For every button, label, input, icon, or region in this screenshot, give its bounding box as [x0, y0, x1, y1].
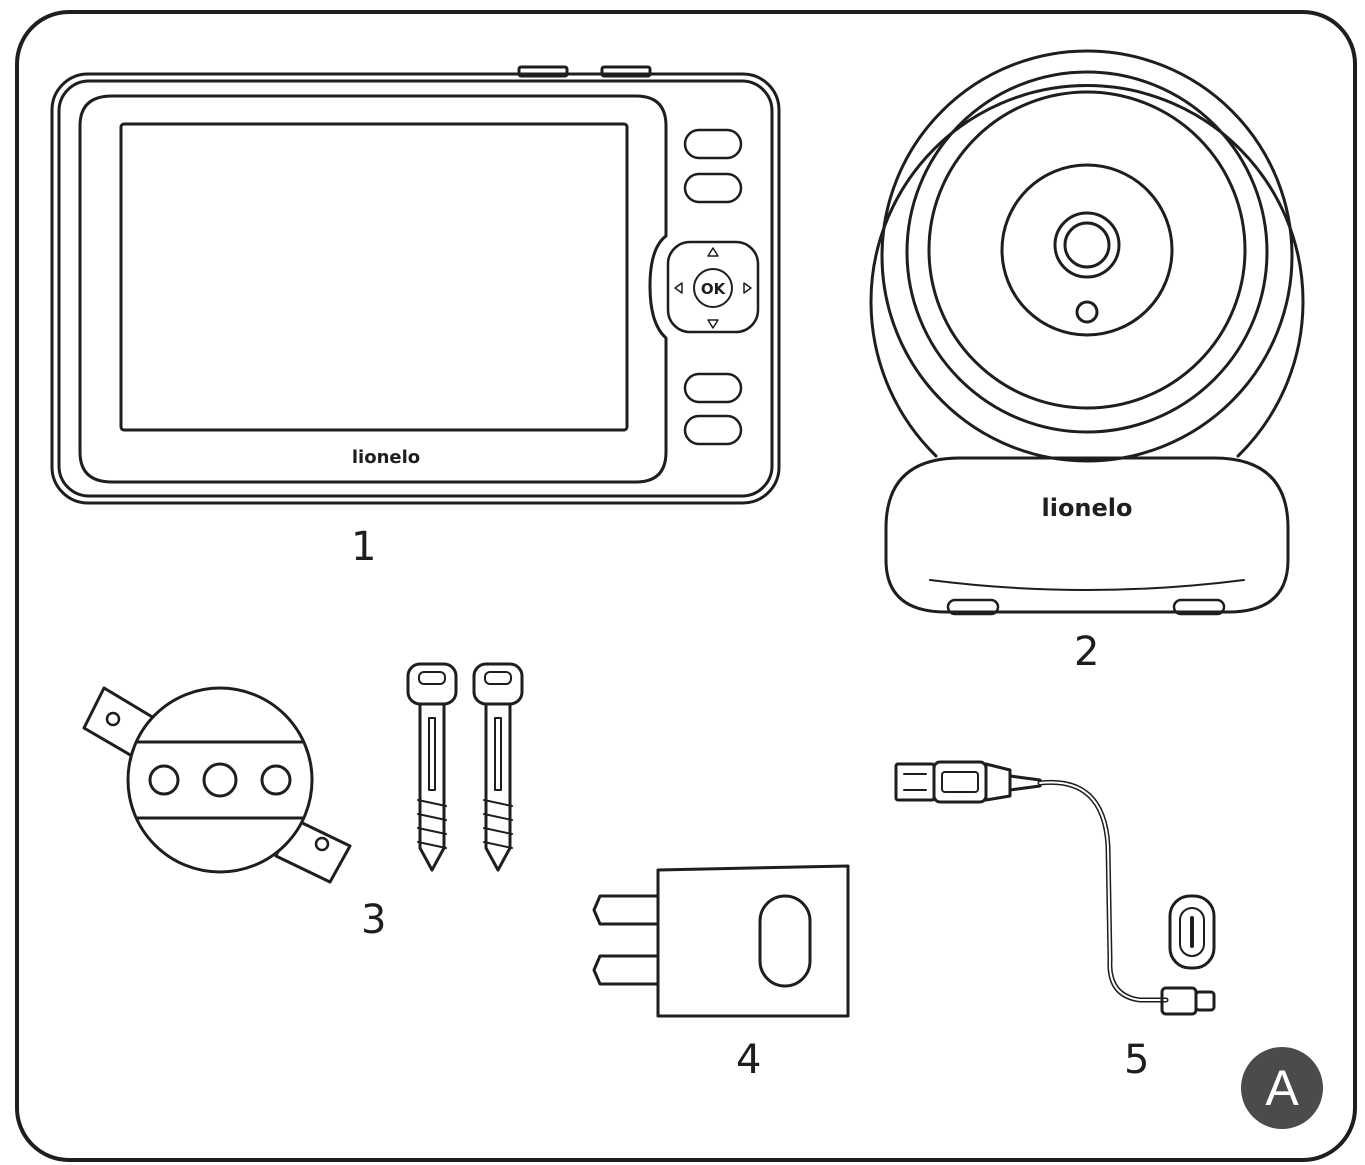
dpad-down-arrow	[707, 319, 719, 329]
monitor-ok-label: OK	[701, 280, 727, 298]
monitor-ok-button	[693, 268, 733, 308]
camera-sensor	[1075, 300, 1099, 324]
label-camera: 2	[1074, 629, 1100, 675]
camera-lens-ring	[1053, 211, 1121, 279]
label-adapter: 4	[736, 1037, 762, 1083]
dpad-up-arrow	[707, 247, 719, 257]
label-cable: 5	[1124, 1037, 1150, 1083]
monitor-button-bottom-1	[683, 372, 743, 404]
usb-a-plug	[894, 762, 936, 802]
camera-head	[869, 84, 1305, 458]
camera-foot-right	[1172, 598, 1226, 616]
figure-frame	[15, 10, 1357, 1162]
wall-mount-bracket	[82, 686, 352, 884]
parent-monitor: OK lionelo	[50, 65, 781, 505]
camera-foot-left	[946, 598, 1000, 616]
dpad-left-arrow	[674, 282, 683, 294]
usb-c-connector-end	[1168, 894, 1216, 970]
camera-brand-logo: lionelo	[1041, 494, 1132, 522]
figure-badge: A	[1241, 1047, 1323, 1129]
label-mount-kit: 3	[361, 897, 387, 943]
screw-right	[472, 662, 524, 872]
camera-lens	[1063, 221, 1111, 269]
monitor-brand-logo: lionelo	[352, 447, 420, 468]
screw-left	[406, 662, 458, 872]
camera-base	[884, 456, 1290, 614]
monitor-dpad	[666, 240, 760, 334]
monitor-bezel	[78, 94, 668, 484]
monitor-screen	[119, 122, 629, 432]
monitor-button-bottom-2	[683, 414, 743, 446]
label-monitor: 1	[351, 524, 377, 570]
usb-cable	[894, 760, 1216, 1016]
dpad-right-arrow	[743, 282, 752, 294]
monitor-button-top-2	[683, 172, 743, 204]
monitor-button-top-1	[683, 128, 743, 160]
baby-camera: lionelo	[869, 49, 1305, 616]
power-adapter	[592, 864, 850, 1018]
